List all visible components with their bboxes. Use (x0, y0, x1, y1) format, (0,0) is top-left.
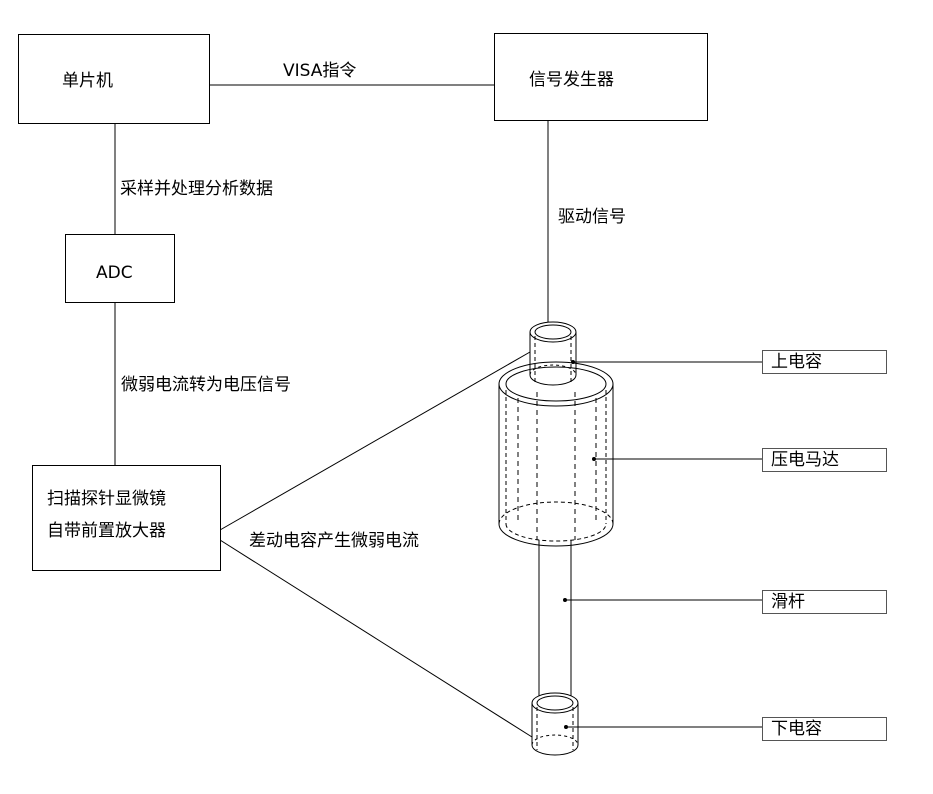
lower-capacitor-tag: 下电容 (762, 717, 887, 741)
adc-label: ADC (96, 263, 133, 283)
edge-amplifier-upper-cap (219, 351, 531, 531)
upper-capacitor-tag: 上电容 (762, 350, 887, 374)
lower-capacitor-cylinder (531, 692, 579, 756)
adc-box: ADC (65, 234, 175, 303)
upper-capacitor-cylinder (529, 321, 577, 386)
amplifier-box: 扫描探针显微镜 自带前置放大器 (32, 465, 221, 571)
diff-capacitance-label: 差动电容产生微弱电流 (249, 531, 419, 551)
amplifier-label-line2: 自带前置放大器 (47, 521, 166, 541)
piezo-motor-tag: 压电马达 (762, 448, 887, 472)
signal-generator-box: 信号发生器 (494, 33, 708, 121)
weak-current-label: 微弱电流转为电压信号 (121, 375, 291, 395)
edge-amplifier-lower-cap (219, 539, 533, 738)
signal-generator-label: 信号发生器 (529, 70, 614, 90)
slider-rod (538, 540, 572, 700)
drive-signal-label: 驱动信号 (558, 207, 626, 227)
mcu-box: 单片机 (18, 34, 210, 124)
sampling-label: 采样并处理分析数据 (120, 179, 273, 199)
slider-tag: 滑杆 (762, 590, 887, 614)
mcu-label: 单片机 (62, 71, 113, 91)
amplifier-label-line1: 扫描探针显微镜 (47, 489, 166, 509)
visa-command-label: VISA指令 (283, 61, 357, 81)
piezo-motor-cylinder (498, 361, 614, 547)
